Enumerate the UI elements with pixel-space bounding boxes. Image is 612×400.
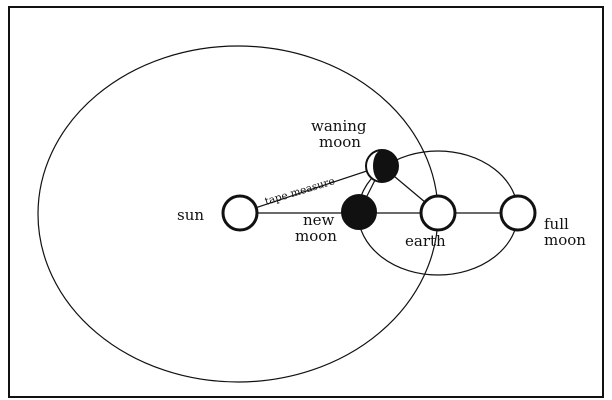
sun-label: sun [177, 206, 204, 224]
sun-circle [223, 196, 257, 230]
waning-moon [366, 150, 398, 182]
waning-moon-label-line2: moon [319, 133, 361, 151]
tape-measure-label: tape measure [263, 175, 336, 208]
earth-label: earth [405, 232, 446, 250]
earth-circle [421, 196, 455, 230]
new-moon-circle [342, 195, 376, 229]
full-moon-label-line2: moon [544, 231, 586, 249]
full-moon-circle [501, 196, 535, 230]
new-moon-label-line2: moon [295, 227, 337, 245]
